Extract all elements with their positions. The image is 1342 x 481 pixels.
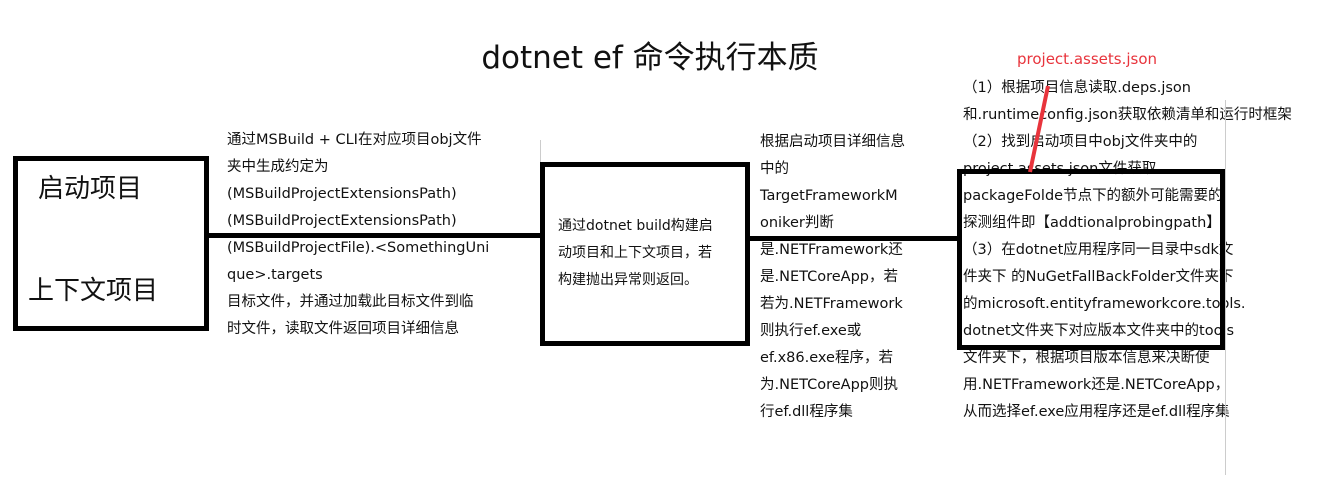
text-line: 是.NETCoreApp，若 bbox=[760, 269, 899, 285]
text-line: 构建抛出异常则返回。 bbox=[558, 272, 698, 288]
text-line: dotnet文件夹下对应版本文件夹中的tools bbox=[963, 323, 1235, 339]
text-line: 探测组件即【addtionalprobingpath】 bbox=[963, 215, 1221, 231]
text-line: 目标文件，并通过加载此目标文件到临 bbox=[227, 294, 474, 310]
text-line: (MSBuildProjectExtensionsPath) bbox=[227, 186, 457, 202]
connector-2 bbox=[748, 236, 960, 241]
text-line: （1）根据项目信息读取.deps.json bbox=[963, 80, 1191, 96]
text-line: packageFolde节点下的额外可能需要的 bbox=[963, 188, 1223, 204]
text-line: 是.NETFramework还 bbox=[760, 242, 903, 258]
text-line: 用.NETFramework还是.NETCoreApp， bbox=[963, 377, 1230, 393]
step1-description: 通过MSBuild + CLI在对应项目obj文件 夹中生成约定为 (MSBui… bbox=[227, 127, 489, 343]
step3-description: （1）根据项目信息读取.deps.json 和.runtimeconfig.js… bbox=[963, 75, 1292, 426]
text-line: oniker判断 bbox=[760, 215, 834, 231]
connector-1 bbox=[207, 233, 542, 238]
context-project-label: 上下文项目 bbox=[28, 276, 159, 306]
startup-project-label: 启动项目 bbox=[38, 174, 143, 204]
text-line: TargetFrameworkM bbox=[760, 188, 898, 204]
text-line: (MSBuildProjectFile).<SomethingUni bbox=[227, 240, 490, 256]
text-line: 件夹下 的NuGetFallBackFolder文件夹下 bbox=[963, 269, 1234, 285]
build-description: 通过dotnet build构建启 动项目和上下文项目，若 构建抛出异常则返回。 bbox=[558, 213, 713, 294]
highlight-box bbox=[957, 169, 1225, 350]
text-line: 从而选择ef.exe应用程序还是ef.dll程序集 bbox=[963, 404, 1230, 420]
text-line: (MSBuildProjectExtensionsPath) bbox=[227, 213, 457, 229]
text-line: que>.targets bbox=[227, 267, 323, 283]
text-line: 的microsoft.entityframeworkcore.tools. bbox=[963, 296, 1246, 312]
text-line: （2）找到启动项目中obj文件夹中的 bbox=[963, 134, 1198, 150]
text-line: 通过MSBuild + CLI在对应项目obj文件 bbox=[227, 132, 482, 148]
text-line: 动项目和上下文项目，若 bbox=[558, 245, 712, 261]
diagram-title: dotnet ef 命令执行本质 bbox=[481, 40, 819, 76]
text-line: 根据启动项目详细信息 bbox=[760, 134, 905, 150]
text-line: 通过dotnet build构建启 bbox=[558, 218, 713, 234]
text-line: 文件夹下，根据项目版本信息来决断使 bbox=[963, 350, 1210, 366]
text-line: 时文件，读取文件返回项目详细信息 bbox=[227, 321, 459, 337]
text-line: （3）在dotnet应用程序同一目录中sdk文 bbox=[963, 242, 1234, 258]
text-line: 和.runtimeconfig.json获取依赖清单和运行时框架 bbox=[963, 107, 1292, 123]
step2-description: 根据启动项目详细信息 中的 TargetFrameworkM oniker判断 … bbox=[760, 129, 905, 426]
text-line: 则执行ef.exe或 bbox=[760, 323, 862, 339]
text-line: 夹中生成约定为 bbox=[227, 159, 329, 175]
text-line: 中的 bbox=[760, 161, 789, 177]
text-line: 行ef.dll程序集 bbox=[760, 404, 853, 420]
annotation-arrow-line bbox=[1028, 85, 1050, 173]
divider-2 bbox=[1225, 100, 1226, 475]
text-line: 为.NETCoreApp则执 bbox=[760, 377, 899, 393]
build-box bbox=[540, 162, 750, 346]
text-line: ef.x86.exe程序，若 bbox=[760, 350, 893, 366]
projects-box bbox=[13, 156, 209, 331]
annotation-label: project.assets.json bbox=[1017, 50, 1158, 68]
text-line: 若为.NETFramework bbox=[760, 296, 903, 312]
